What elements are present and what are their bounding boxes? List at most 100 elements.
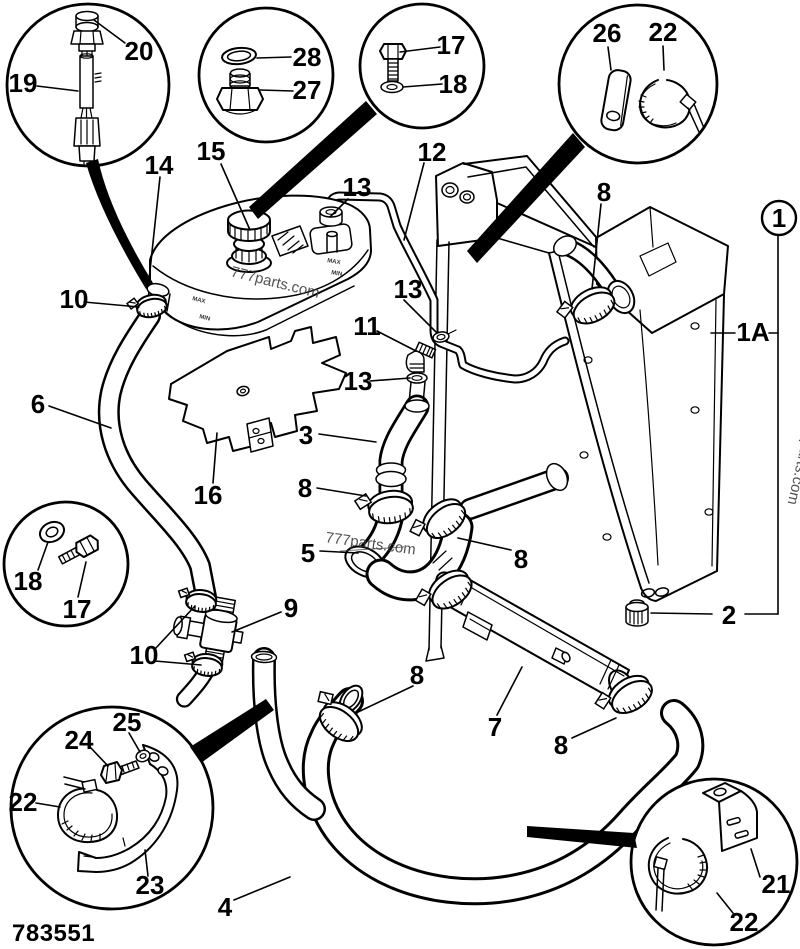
callout-27: 27 bbox=[293, 75, 322, 105]
callout-text-5: 5 bbox=[301, 538, 315, 568]
callout-text-10-valve: 10 bbox=[130, 640, 159, 670]
callout-text-2: 2 bbox=[722, 600, 736, 630]
callout-15: 15 bbox=[197, 136, 226, 166]
callout-text-1: 1 bbox=[772, 203, 786, 233]
callout-8-radiator-top: 8 bbox=[597, 177, 611, 207]
tie-head bbox=[653, 856, 668, 871]
bolt-17-head bbox=[379, 43, 407, 60]
washer-18-left bbox=[38, 520, 66, 544]
callout-text-17-left: 17 bbox=[63, 594, 92, 624]
tank-max-mark: MAX bbox=[192, 296, 206, 305]
callout-22-top-right: 22 bbox=[649, 17, 678, 47]
callout-13-pipe-upper: 13 bbox=[394, 274, 423, 304]
callout-text-8-hose5: 8 bbox=[514, 544, 528, 574]
callout-text-9: 9 bbox=[284, 593, 298, 623]
hose-6 bbox=[97, 305, 217, 608]
pipe-clip-13 bbox=[432, 329, 457, 343]
callout-4: 4 bbox=[218, 892, 233, 922]
tank-min-mark: MIN bbox=[199, 314, 211, 322]
callout-text-13-pipe-upper: 13 bbox=[394, 274, 423, 304]
callout-text-25: 25 bbox=[113, 707, 142, 737]
bolt-17-left bbox=[57, 534, 99, 565]
callout-text-17-top: 17 bbox=[437, 30, 466, 60]
callout-8-hose5: 8 bbox=[514, 544, 528, 574]
radiator-top-tank bbox=[595, 206, 729, 334]
callout-text-1A: 1A bbox=[736, 317, 769, 347]
callout-circle-1 bbox=[760, 199, 798, 237]
callout-23: 23 bbox=[136, 870, 165, 900]
radiator-screw-holes bbox=[579, 322, 714, 541]
callout-22-bottom-right: 22 bbox=[730, 907, 759, 937]
bracket-23-group bbox=[57, 744, 179, 873]
callout-24: 24 bbox=[65, 725, 94, 755]
o-ring-28 bbox=[221, 46, 257, 66]
callout-14: 14 bbox=[145, 150, 174, 180]
callout-8-hose3: 8 bbox=[298, 473, 312, 503]
drain-plug-2 bbox=[625, 599, 649, 627]
hose-3 bbox=[344, 394, 430, 579]
callout-text-13-tank: 13 bbox=[343, 172, 372, 202]
plug-27-oring-28 bbox=[216, 46, 264, 115]
callout-text-13-pipe-lower: 13 bbox=[344, 366, 373, 396]
callout-text-10-tank: 10 bbox=[60, 284, 89, 314]
strap-26 bbox=[600, 69, 632, 132]
callout-text-22-bottom-left: 22 bbox=[9, 787, 38, 817]
callout-text-7: 7 bbox=[488, 712, 502, 742]
callout-9: 9 bbox=[284, 593, 298, 623]
bolt-17-washer-18-top bbox=[379, 43, 407, 94]
watermark-right-edge: 777parts.com bbox=[784, 414, 800, 506]
tank-max-mark-2: MAX bbox=[327, 258, 341, 266]
bracket-23 bbox=[95, 744, 179, 873]
callout-text-11: 11 bbox=[353, 311, 381, 341]
cable-tie-22-bottom-right bbox=[647, 837, 708, 912]
callout-text-24: 24 bbox=[65, 725, 94, 755]
elbow-fitting-11 bbox=[404, 341, 437, 413]
hose-clamp-8 bbox=[317, 690, 363, 743]
callout-20: 20 bbox=[125, 36, 154, 66]
callout-6: 6 bbox=[31, 389, 45, 419]
callout-25: 25 bbox=[113, 707, 142, 737]
tank-min-mark-2: MIN bbox=[331, 270, 343, 278]
sensor-probe-19 bbox=[79, 55, 94, 109]
callout-text-8-tube7: 8 bbox=[554, 730, 568, 760]
callout-1: 1 bbox=[760, 199, 798, 237]
callout-11: 11 bbox=[353, 311, 381, 341]
overflow-pipe-12 bbox=[325, 191, 570, 384]
callout-text-16: 16 bbox=[194, 480, 223, 510]
detail-circle-bolt-top bbox=[358, 2, 486, 130]
callout-text-15: 15 bbox=[197, 136, 226, 166]
jcb-logo-plate bbox=[271, 225, 309, 257]
callout-1A: 1A bbox=[736, 317, 769, 347]
radiator-top-rail bbox=[463, 155, 597, 238]
callout-text-23: 23 bbox=[136, 870, 165, 900]
wedge-leaders bbox=[86, 101, 637, 848]
callout-7: 7 bbox=[488, 712, 502, 742]
callout-text-27: 27 bbox=[293, 75, 322, 105]
callout-18-left: 18 bbox=[14, 566, 43, 596]
tie-head bbox=[81, 778, 98, 793]
sensor-cap-20 bbox=[75, 10, 99, 22]
standpipe bbox=[250, 647, 326, 821]
radiator-assembly bbox=[435, 155, 729, 602]
callout-21: 21 bbox=[762, 869, 791, 899]
hose-5 bbox=[365, 511, 474, 602]
callout-22-bottom-left: 22 bbox=[9, 787, 38, 817]
detail-circle-bracket-left bbox=[9, 705, 215, 911]
callout-text-19: 19 bbox=[9, 68, 38, 98]
callout-2: 2 bbox=[722, 600, 736, 630]
callout-17-left: 17 bbox=[63, 594, 92, 624]
callout-3: 3 bbox=[299, 420, 313, 450]
callout-text-18-left: 18 bbox=[14, 566, 43, 596]
filler-cap-15 bbox=[226, 209, 272, 273]
hose-clamp-8 bbox=[414, 569, 473, 610]
hose-clamp-8 bbox=[594, 674, 653, 715]
callout-8-hose4: 8 bbox=[410, 660, 424, 690]
callout-10-valve: 10 bbox=[130, 640, 159, 670]
callout-text-8-radiator-top: 8 bbox=[597, 177, 611, 207]
radiator-left-edge bbox=[548, 252, 642, 589]
callout-16: 16 bbox=[194, 480, 223, 510]
figure-part-number: 783551 bbox=[12, 920, 95, 947]
cable-tie-22-bottom-left bbox=[57, 776, 119, 844]
radiator-lower-pipe bbox=[459, 462, 569, 520]
